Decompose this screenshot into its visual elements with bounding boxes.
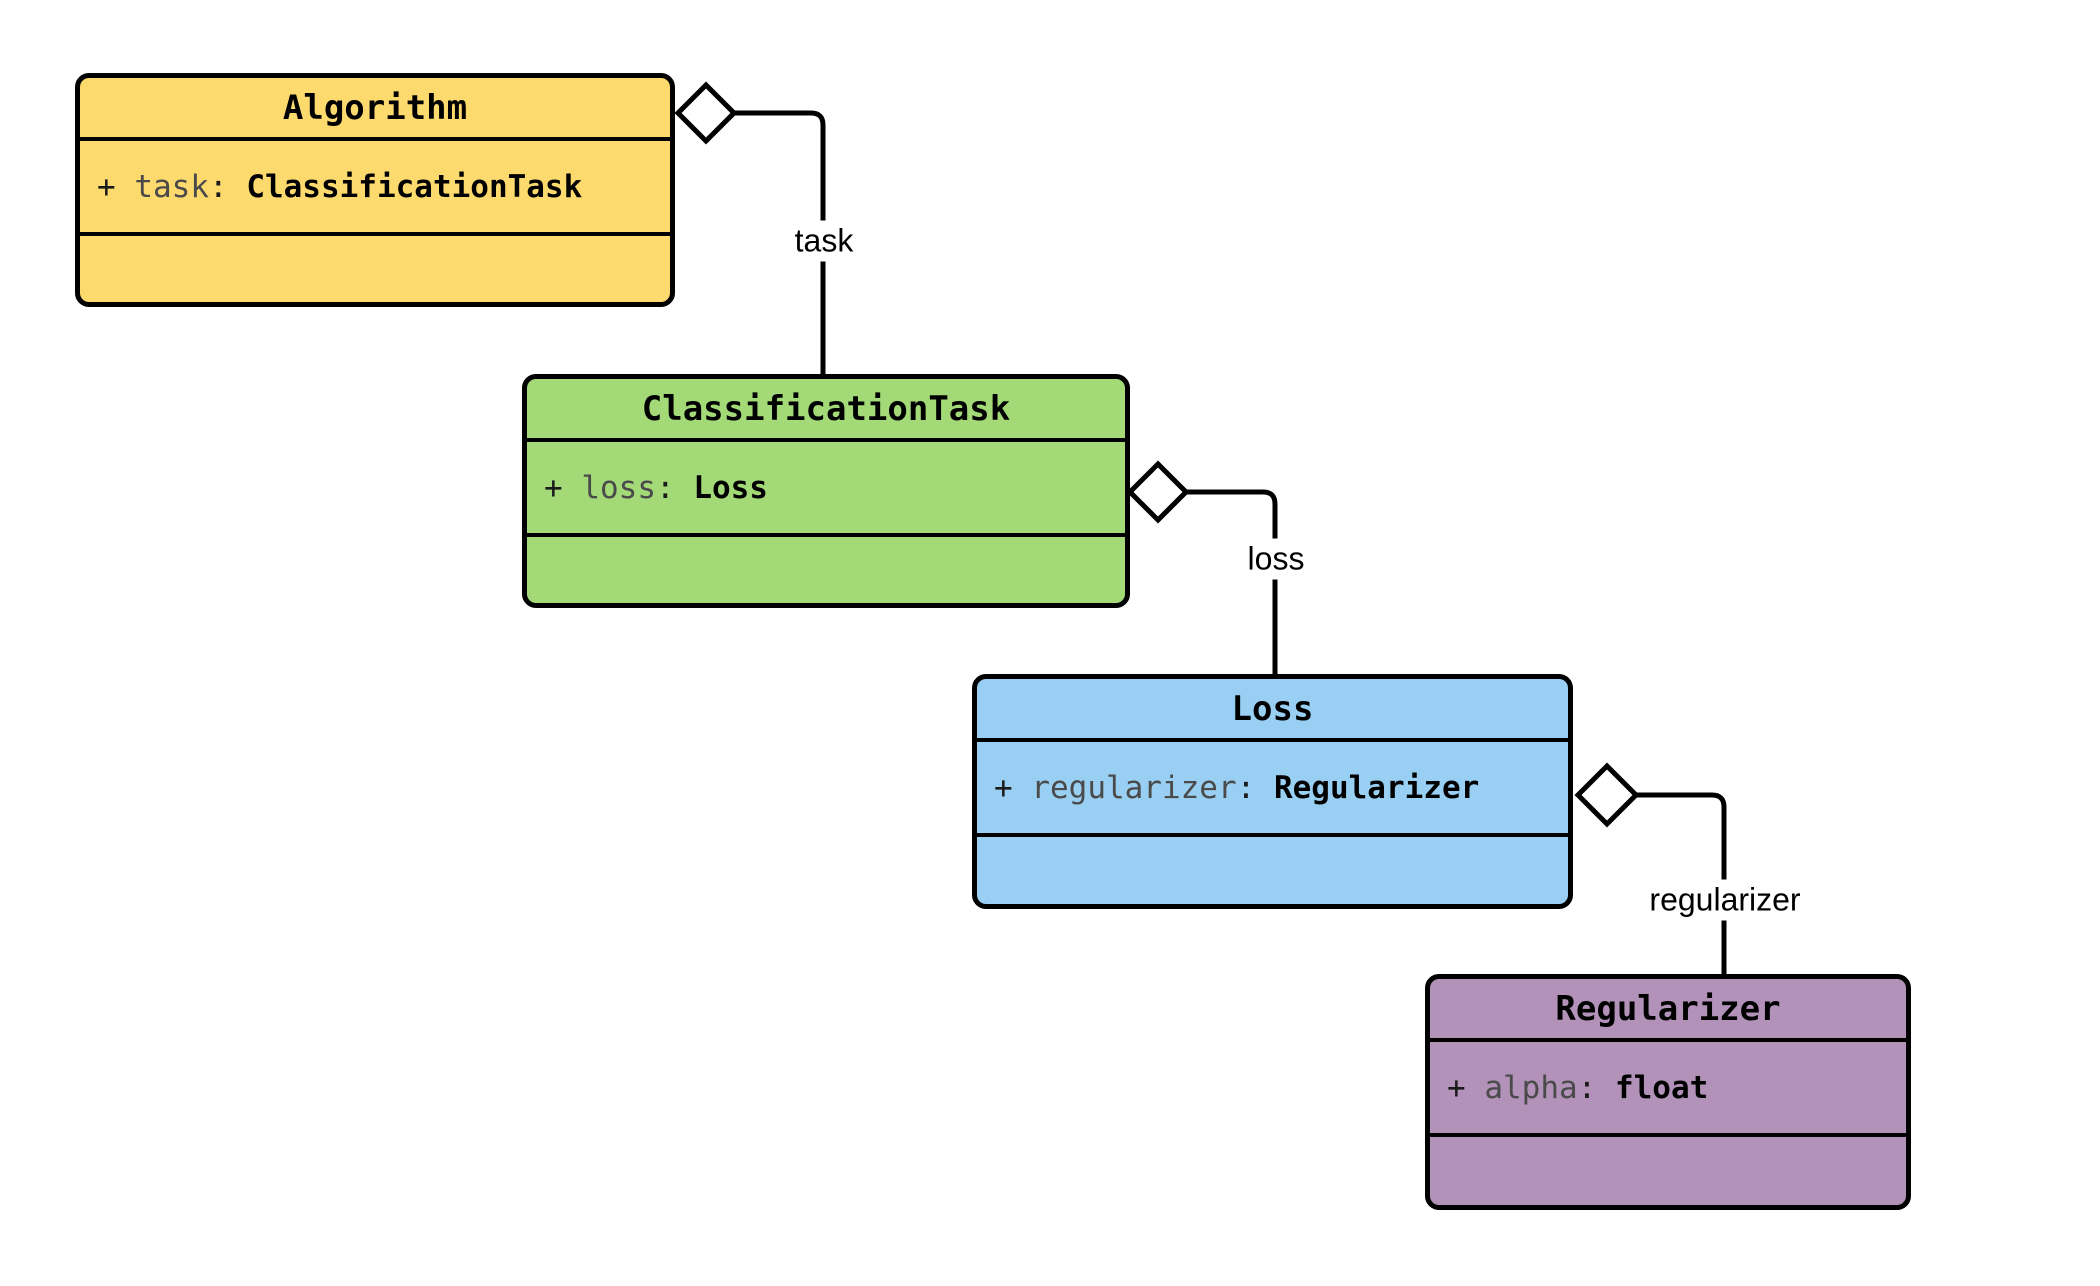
class-methods-compartment <box>80 232 670 302</box>
class-title: Algorithm <box>282 87 468 128</box>
attr-separator: : <box>1577 1069 1615 1106</box>
attr-name: loss <box>581 469 656 506</box>
class-box-algorithm: Algorithm + task: ClassificationTask <box>75 73 675 307</box>
edge-label-loss: loss <box>1241 538 1311 580</box>
class-methods-compartment <box>1430 1133 1906 1205</box>
class-methods-compartment <box>977 833 1568 904</box>
attr-visibility: + <box>97 168 135 205</box>
class-title: ClassificationTask <box>641 388 1011 429</box>
edge-loss-line <box>1186 489 1278 674</box>
class-box-loss: Loss + regularizer: Regularizer <box>972 674 1573 909</box>
attr-type: Loss <box>693 469 768 506</box>
attr-name: alpha <box>1484 1069 1578 1106</box>
attr-separator: : <box>655 469 694 506</box>
aggregation-diamond-loss <box>1126 460 1190 524</box>
attr-type: ClassificationTask <box>246 168 583 205</box>
class-attribute-row: + alpha: float <box>1430 1038 1906 1133</box>
attr-visibility: + <box>1447 1069 1485 1106</box>
attr-visibility: + <box>994 769 1032 806</box>
edge-label-regularizer: regularizer <box>1643 879 1807 921</box>
class-attribute-row: + loss: Loss <box>527 438 1125 533</box>
class-box-regularizer: Regularizer + alpha: float <box>1425 974 1911 1210</box>
class-attribute-row: + task: ClassificationTask <box>80 137 670 232</box>
attr-visibility: + <box>544 469 582 506</box>
attr-type: Regularizer <box>1273 769 1480 806</box>
class-box-classificationtask: ClassificationTask + loss: Loss <box>522 374 1130 608</box>
class-attribute-row: + regularizer: Regularizer <box>977 738 1568 833</box>
class-title: Regularizer <box>1555 988 1781 1029</box>
attr-type: float <box>1614 1069 1709 1106</box>
aggregation-diamond-task <box>674 81 738 145</box>
aggregation-diamond-regularizer <box>1574 762 1640 828</box>
class-title: Loss <box>1231 688 1314 729</box>
edge-label-task: task <box>788 220 860 262</box>
attr-separator: : <box>1236 769 1274 806</box>
attr-name: regularizer <box>1031 769 1237 806</box>
class-methods-compartment <box>527 533 1125 603</box>
attr-name: task <box>134 168 209 205</box>
attr-separator: : <box>208 168 247 205</box>
